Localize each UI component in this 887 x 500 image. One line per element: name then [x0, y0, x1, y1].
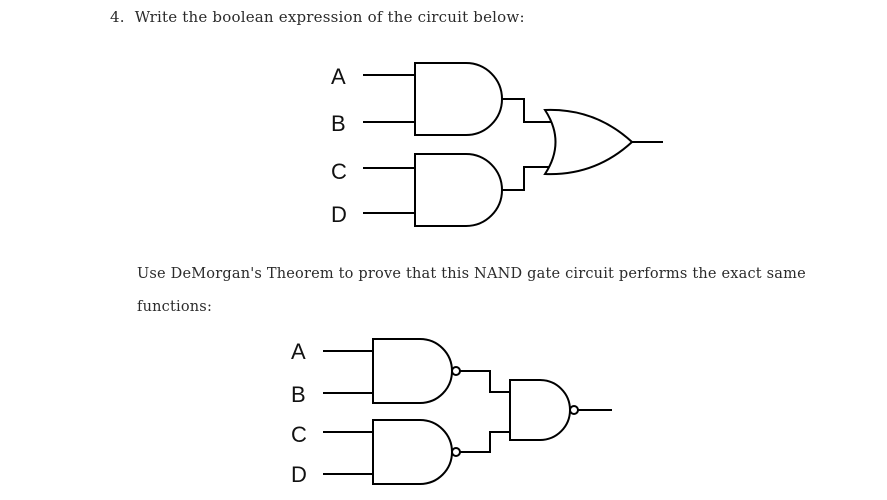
nand-gate-1 [372, 338, 453, 404]
nand-gate-3-bubble [569, 405, 579, 415]
demorgan-instruction: Use DeMorgan's Theorem to prove that thi… [137, 266, 806, 315]
circuit2-label-d: D [291, 462, 307, 487]
nand-gate-2 [372, 419, 453, 485]
circuit2-wire-nand1-nand3 [460, 370, 510, 393]
question-4: 4. Write the boolean expression of the ci… [110, 8, 525, 26]
question-number: 4. [110, 8, 125, 26]
circuit2-label-c: C [291, 422, 307, 447]
circuit1-wire-and2-or [502, 166, 560, 191]
circuit2-wire-nand2-nand3 [460, 431, 510, 453]
and-gate-1 [414, 62, 503, 136]
nand-gate-1-bubble [451, 366, 461, 376]
circuit-and-or: A B C D [331, 62, 663, 227]
circuit-nand: A B C D [291, 338, 612, 487]
question-text: Write the boolean expression of the circ… [134, 8, 525, 26]
circuit1-wire-and1-or [502, 98, 560, 123]
and-gate-2 [414, 153, 503, 227]
circuit1-label-b: B [331, 111, 346, 136]
circuit1-label-d: D [331, 202, 347, 227]
circuit2-label-a: A [291, 339, 306, 364]
or-gate [543, 108, 634, 176]
circuit1-label-c: C [331, 159, 347, 184]
nand-gate-2-bubble [451, 447, 461, 457]
circuit1-label-a: A [331, 64, 346, 89]
circuit2-label-b: B [291, 382, 306, 407]
nand-gate-3 [509, 379, 571, 441]
